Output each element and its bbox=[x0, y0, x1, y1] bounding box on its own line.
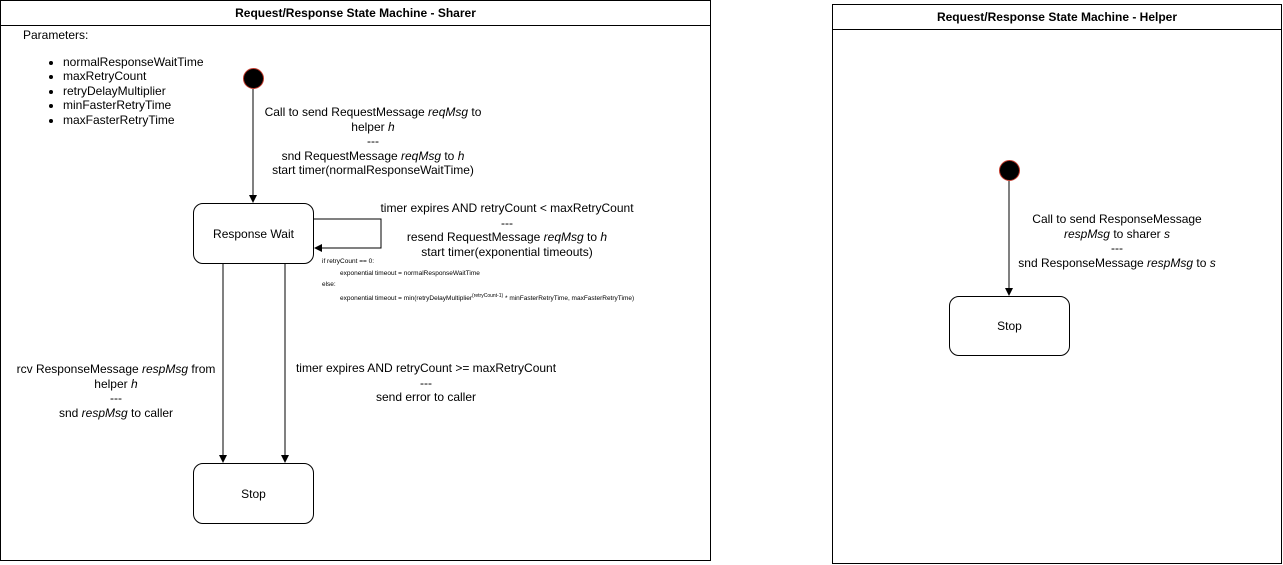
sharer-state-stop: Stop bbox=[193, 463, 314, 524]
parameter-item: minFasterRetryTime bbox=[63, 98, 204, 113]
parameters-block: Parameters: normalResponseWaitTime maxRe… bbox=[23, 28, 204, 127]
retry-transition-label: timer expires AND retryCount < maxRetryC… bbox=[380, 201, 634, 259]
error-transition-label: timer expires AND retryCount >= maxRetry… bbox=[295, 361, 557, 404]
parameter-item: maxFasterRetryTime bbox=[63, 113, 204, 128]
parameters-list: normalResponseWaitTime maxRetryCount ret… bbox=[23, 55, 204, 128]
helper-transition-label: Call to send ResponseMessage respMsg to … bbox=[1018, 212, 1216, 270]
sharer-initial-state bbox=[243, 68, 264, 89]
helper-initial-state bbox=[999, 160, 1020, 181]
parameter-item: maxRetryCount bbox=[63, 69, 204, 84]
helper-frame: Request/Response State Machine - Helper bbox=[832, 4, 1282, 564]
response-transition-label: rcv ResponseMessage respMsg from helper … bbox=[16, 362, 216, 420]
state-response-wait-label: Response Wait bbox=[213, 226, 294, 241]
helper-state-stop-label: Stop bbox=[997, 319, 1022, 333]
sharer-state-stop-label: Stop bbox=[241, 486, 266, 501]
helper-state-stop: Stop bbox=[949, 296, 1070, 356]
sharer-frame-title: Request/Response State Machine - Sharer bbox=[1, 1, 710, 26]
parameters-heading: Parameters: bbox=[23, 28, 89, 42]
parameter-item: normalResponseWaitTime bbox=[63, 55, 204, 70]
exponential-timeout-note: if retryCount == 0: exponential timeout … bbox=[322, 258, 635, 302]
state-response-wait: Response Wait bbox=[193, 203, 314, 264]
parameter-item: retryDelayMultiplier bbox=[63, 84, 204, 99]
helper-frame-title: Request/Response State Machine - Helper bbox=[833, 5, 1281, 30]
sharer-frame: Request/Response State Machine - Sharer bbox=[0, 0, 711, 561]
init-transition-label: Call to send RequestMessage reqMsg to he… bbox=[264, 105, 482, 177]
